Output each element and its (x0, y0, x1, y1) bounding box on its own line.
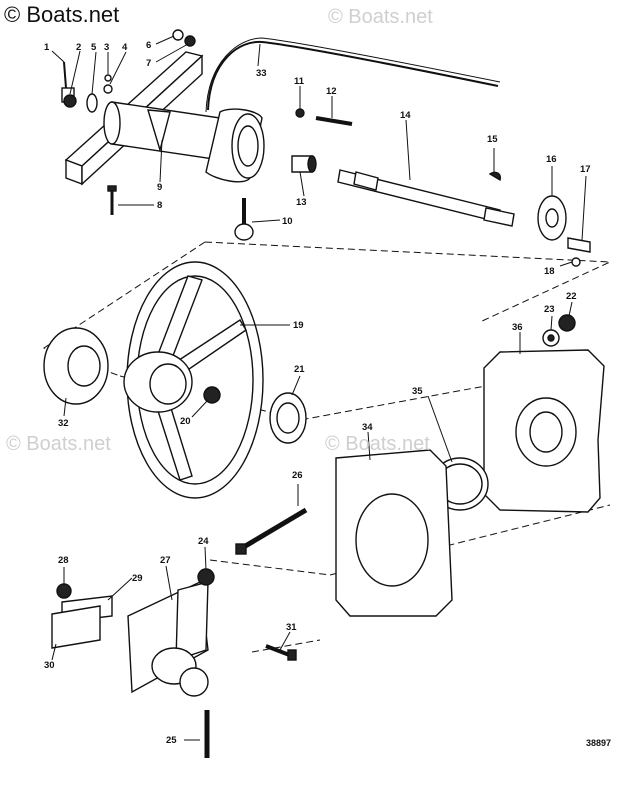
callout-36: 36 (512, 322, 523, 333)
callout-18: 18 (544, 266, 555, 277)
callout-17: 17 (580, 164, 591, 175)
callout-labels: 1 2 3 4 5 6 7 8 9 10 11 12 13 14 15 16 1… (44, 40, 591, 746)
callout-32: 32 (58, 418, 69, 429)
diagram-reference-number: 38897 (586, 738, 612, 748)
callout-20: 20 (180, 416, 191, 427)
callout-leaders (51, 35, 587, 741)
callout-19: 19 (293, 320, 304, 331)
callout-6: 6 (146, 40, 151, 51)
callout-5: 5 (91, 42, 97, 53)
callout-22: 22 (566, 291, 577, 302)
callout-11: 11 (294, 76, 305, 87)
callout-34: 34 (362, 422, 373, 433)
callout-21: 21 (294, 364, 305, 375)
callout-7: 7 (146, 58, 151, 69)
callout-1: 1 (44, 42, 50, 53)
callout-28: 28 (58, 555, 69, 566)
callout-35: 35 (412, 386, 423, 397)
callout-10: 10 (282, 216, 293, 227)
callout-30: 30 (44, 660, 55, 671)
callout-27: 27 (160, 555, 171, 566)
watermark-faint-mid-right: © Boats.net (325, 433, 430, 455)
watermark-main: © Boats.net (4, 2, 120, 27)
steering-column-assembly (61, 29, 591, 267)
callout-2: 2 (76, 42, 81, 53)
watermark-faint-mid-left: © Boats.net (6, 433, 111, 455)
callout-16: 16 (546, 154, 557, 165)
steering-wheel-assembly (43, 261, 576, 499)
callout-3: 3 (104, 42, 109, 53)
callout-9: 9 (157, 182, 162, 193)
callout-23: 23 (544, 304, 555, 315)
helm-mount-assembly (51, 349, 605, 758)
callout-15: 15 (487, 134, 498, 145)
callout-25: 25 (166, 735, 177, 746)
callout-8: 8 (157, 200, 162, 211)
callout-33: 33 (256, 68, 267, 79)
callout-14: 14 (400, 110, 411, 121)
callout-13: 13 (296, 197, 307, 208)
callout-31: 31 (286, 622, 297, 633)
watermark-faint-top: © Boats.net (328, 6, 433, 28)
callout-4: 4 (122, 42, 128, 53)
callout-29: 29 (132, 573, 143, 584)
callout-12: 12 (326, 86, 337, 97)
callout-26: 26 (292, 470, 303, 481)
callout-24: 24 (198, 536, 209, 547)
